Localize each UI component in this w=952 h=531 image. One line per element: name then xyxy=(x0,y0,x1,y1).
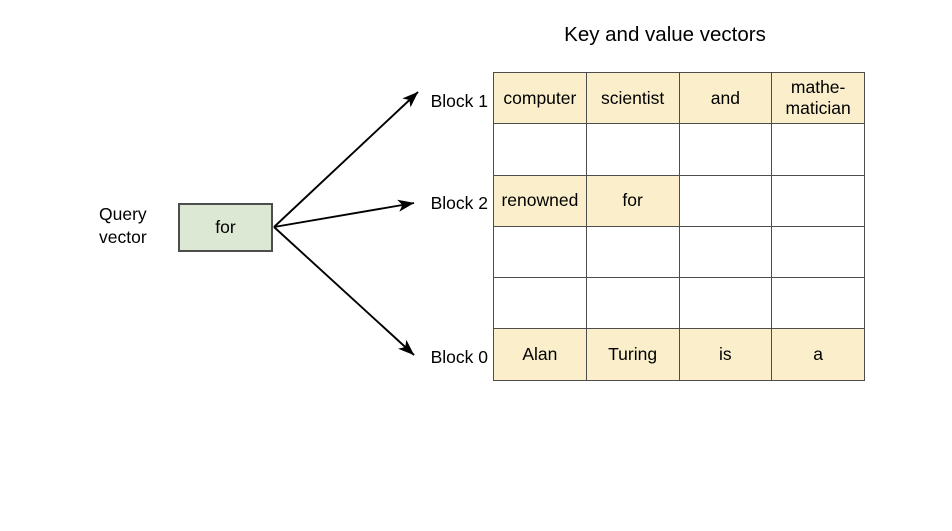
table-cell xyxy=(678,174,773,227)
query-vector-token: for xyxy=(215,217,236,237)
table-cell xyxy=(493,225,587,279)
table-cell: renowned xyxy=(493,174,587,227)
arrow-to-block-1 xyxy=(273,91,419,228)
table-cell: for xyxy=(585,174,680,227)
table-cell: Turing xyxy=(585,328,680,381)
table-cell xyxy=(771,225,865,279)
table-cell xyxy=(678,123,773,176)
table-cell xyxy=(771,123,865,176)
query-vector-box[interactable]: for xyxy=(178,203,273,252)
query-vector-label: Query vector xyxy=(99,203,175,249)
table-cell xyxy=(585,225,680,279)
table-cell xyxy=(585,123,680,176)
table-cell: is xyxy=(678,328,773,381)
arrow-to-block-2 xyxy=(273,199,415,228)
table-row xyxy=(493,225,865,279)
table-cell: scientist xyxy=(585,71,680,125)
query-vector-label-line-1: Query xyxy=(99,204,147,224)
table-cell: Alan xyxy=(493,328,587,381)
table-row xyxy=(493,277,865,330)
table-cell xyxy=(678,225,773,279)
table-cell xyxy=(493,123,587,176)
block-label-block-0: Block 0 xyxy=(430,347,488,367)
table-cell xyxy=(771,174,865,227)
table-cell: a xyxy=(771,328,865,381)
table-row xyxy=(493,123,865,176)
table-cell xyxy=(771,277,865,330)
table-cell xyxy=(678,277,773,330)
table-cell: and xyxy=(678,71,773,125)
block-label-block-2: Block 2 xyxy=(430,193,488,213)
block-label-block-1: Block 1 xyxy=(430,91,488,111)
query-vector-label-line-2: vector xyxy=(99,227,147,247)
table-cell: mathe-matician xyxy=(771,71,865,125)
table-cell: computer xyxy=(493,71,587,125)
page-title: Key and value vectors xyxy=(564,23,766,46)
table-cell xyxy=(585,277,680,330)
table-cell xyxy=(493,277,587,330)
arrow-to-block-0 xyxy=(273,226,415,356)
